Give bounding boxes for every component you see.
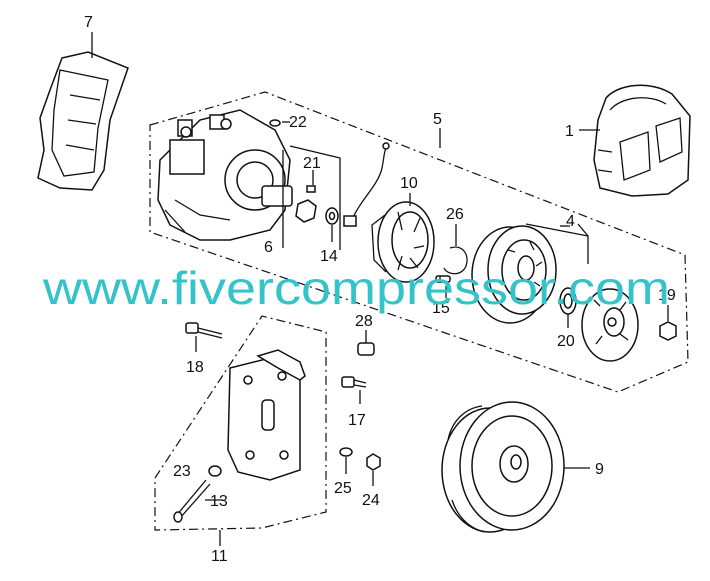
snap-ring-part-26	[443, 246, 468, 275]
shaft-nut	[295, 199, 317, 223]
label-25: 25	[334, 480, 352, 497]
screw-part-15	[435, 275, 451, 283]
clip-part-22	[269, 119, 290, 127]
bolt-part-28	[357, 330, 375, 356]
label-6: 6	[264, 239, 273, 256]
shim-part-14	[325, 207, 339, 242]
label-11: 11	[211, 548, 228, 565]
pin-part-21	[306, 170, 316, 193]
label-23: 23	[173, 463, 191, 480]
pulley-part-9	[441, 401, 565, 533]
label-14: 14	[320, 248, 338, 265]
label-13: 13	[210, 493, 228, 510]
field-coil-part-10	[371, 201, 435, 283]
label-22: 22	[289, 114, 307, 131]
bolt-part-13	[173, 479, 223, 523]
washer-part-25	[339, 447, 353, 474]
label-17: 17	[348, 412, 366, 429]
shim-part-20	[559, 287, 577, 328]
label-20: 20	[557, 333, 575, 350]
field-coil-wire	[351, 147, 387, 221]
armature-plate	[581, 288, 639, 362]
nut-part-24	[366, 453, 381, 486]
heat-shield-part-7	[37, 51, 129, 191]
label-4: 4	[566, 213, 575, 230]
label-10: 10	[400, 175, 418, 192]
label-26: 26	[446, 206, 464, 223]
watermark-text: www.fivercompressor.com	[42, 262, 670, 314]
compressor-body	[157, 109, 293, 241]
label-1: 1	[565, 123, 574, 140]
label-5: 5	[433, 111, 442, 128]
nut-part-23	[208, 465, 222, 477]
bracket-part-11	[227, 349, 306, 481]
assembly-outline-part-5	[149, 91, 689, 393]
label-9: 9	[595, 461, 604, 478]
bolt-part-18	[185, 322, 223, 352]
label-21: 21	[303, 155, 321, 172]
rotor-pulley-part-4	[471, 225, 557, 324]
bracket-group-outline	[154, 315, 327, 531]
label-19: 19	[658, 287, 676, 304]
label-18: 18	[186, 359, 204, 376]
label-28: 28	[355, 313, 373, 330]
cover-part-1	[593, 84, 691, 197]
bolt-part-17	[341, 376, 367, 404]
label-24: 24	[362, 492, 380, 509]
label-7: 7	[84, 14, 93, 31]
label-15: 15	[432, 300, 450, 317]
nut-part-19	[659, 305, 677, 341]
